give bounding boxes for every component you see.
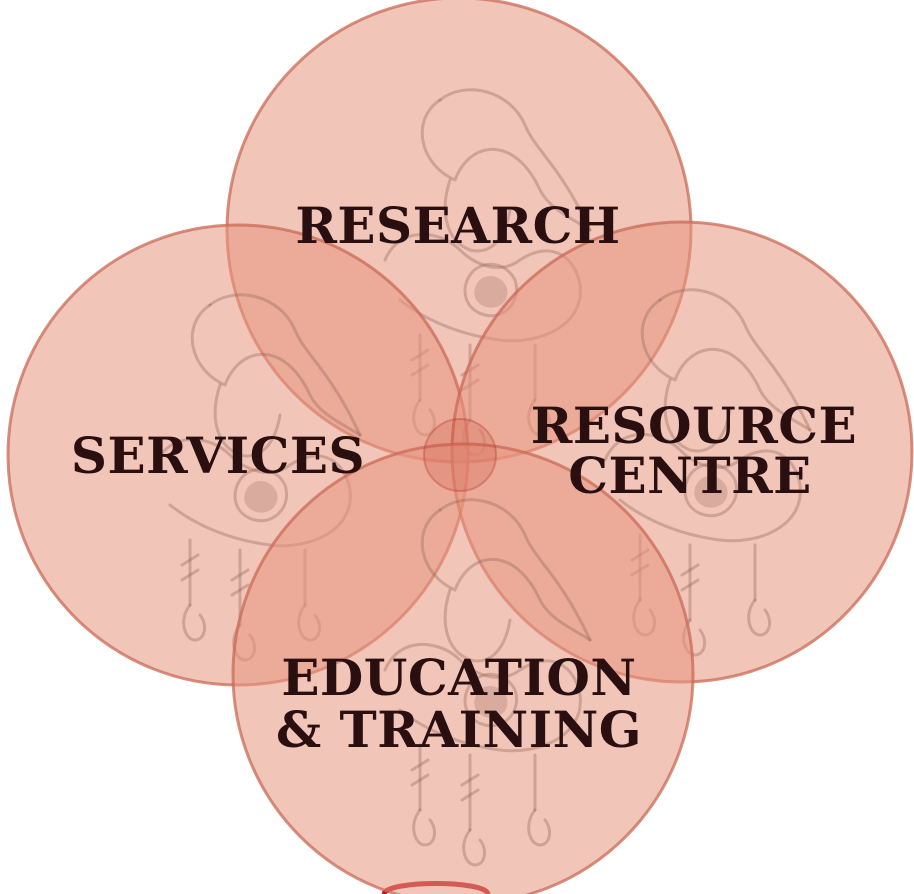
circle-education-training (231, 442, 695, 894)
center-intersection-highlight (423, 418, 497, 492)
label-services: SERVICES (71, 426, 365, 485)
label-education-training: EDUCATION & TRAINING (276, 648, 643, 759)
label-resource-centre: RESOURCE CENTRE (531, 396, 863, 505)
label-research: RESEARCH (295, 196, 620, 255)
